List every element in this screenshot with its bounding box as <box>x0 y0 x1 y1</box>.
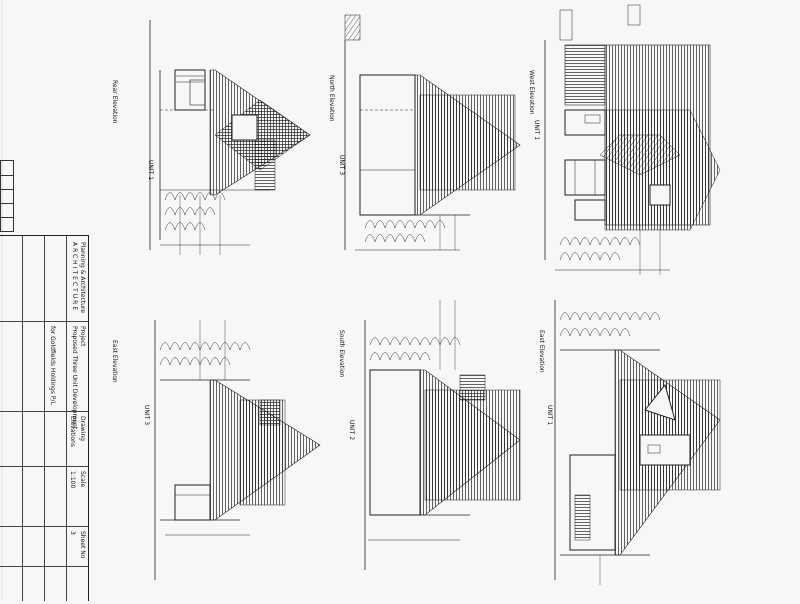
drawing-name: Elevations <box>69 416 76 447</box>
firm-name: Planning & Architecture <box>79 242 86 314</box>
project-label: Project <box>79 326 86 347</box>
east-elevation-unit1-drawing <box>554 300 721 585</box>
scale-label: Scale <box>79 471 86 488</box>
east-elevation-unit3-title: East Elevation <box>111 340 118 383</box>
rear-elevation-title: Rear Elevation <box>111 80 118 124</box>
north-elevation-drawing <box>344 14 521 251</box>
rear-unit-label: UNIT 1 <box>147 160 154 181</box>
client-name: for Goldfields Holdings P/L <box>49 326 56 405</box>
scale-value: 1:100 <box>69 471 76 489</box>
rear-elevation-drawing <box>149 20 311 255</box>
south-unit-label: UNIT 2 <box>348 420 355 441</box>
south-elevation-title: South Elevation <box>338 330 345 378</box>
firm-name-line2: ARCHITECTURE <box>71 242 78 313</box>
east-elevation-unit1-title: East Elevation <box>538 330 545 373</box>
west-elevation-drawing <box>544 4 721 275</box>
sheet-label: Sheet No <box>79 531 86 559</box>
project-name: Proposed Three Unit Development <box>71 326 78 430</box>
east-unit3-label: UNIT 3 <box>143 405 150 426</box>
north-elevation-title: North Elevation <box>328 75 335 122</box>
sheet-value: 3 <box>69 531 76 535</box>
drawing-label: Drawing <box>79 416 86 441</box>
revision-strip <box>0 160 14 232</box>
east-unit1-label: UNIT 1 <box>546 405 553 426</box>
title-block: Planning & Architecture ARCHITECTURE Pro… <box>0 235 89 601</box>
south-elevation-drawing <box>364 300 521 570</box>
west-unit-label: UNIT 1 <box>533 120 540 141</box>
west-elevation-title: West Elevation <box>528 70 535 115</box>
north-unit-label: UNIT 3 <box>338 155 345 176</box>
east-elevation-unit3-drawing <box>154 320 321 580</box>
